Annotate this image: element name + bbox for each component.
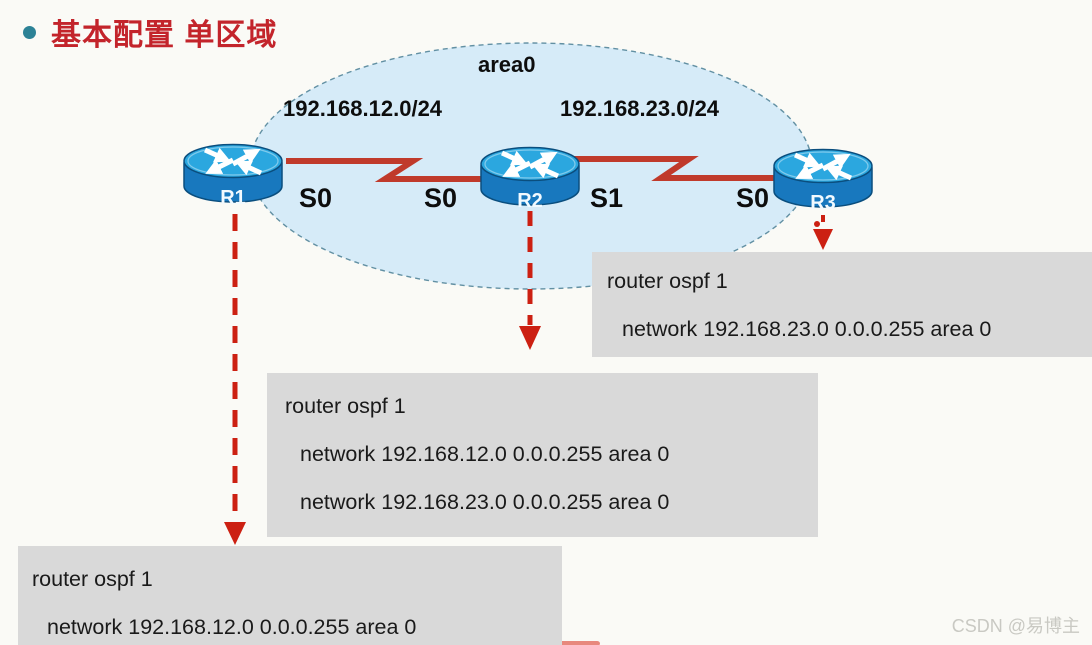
router-label: R2: [517, 190, 543, 212]
config-line: network 192.168.23.0 0.0.0.255 area 0: [622, 317, 992, 341]
router-arrows-icon: [500, 150, 560, 179]
serial-link-r2-r3: [574, 156, 786, 181]
serial-link-r1-r2: [286, 158, 489, 182]
config-box-r2: router ospf 1 network 192.168.12.0 0.0.0…: [267, 373, 818, 537]
router-icon-r2: R2: [480, 146, 580, 212]
config-box-r1: router ospf 1 network 192.168.12.0 0.0.0…: [18, 546, 562, 645]
config-line: router ospf 1: [607, 269, 728, 293]
router-label: R1: [220, 187, 246, 209]
config-line: router ospf 1: [32, 567, 153, 591]
slide-title: 基本配置 单区域: [51, 19, 278, 52]
config-box-r3: router ospf 1 network 192.168.23.0 0.0.0…: [592, 252, 1092, 357]
config-line: network 192.168.12.0 0.0.0.255 area 0: [300, 442, 670, 466]
area-label: area0: [478, 52, 536, 77]
router-icon-r3: R3: [773, 148, 873, 214]
config-arrow-r1: [224, 214, 246, 545]
router-label: R3: [810, 192, 836, 214]
network-label-right: 192.168.23.0/24: [560, 96, 720, 121]
watermark: CSDN @易博主: [951, 616, 1080, 636]
router-icon-r1: R1: [183, 143, 283, 209]
interface-label-r3-s0: S0: [736, 183, 770, 213]
interface-label-r1-s0: S0: [299, 183, 333, 213]
bullet-icon: [23, 26, 36, 39]
network-label-left: 192.168.12.0/24: [283, 96, 443, 121]
config-arrow-r2: [519, 211, 541, 350]
config-line: network 192.168.23.0 0.0.0.255 area 0: [300, 490, 670, 514]
interface-label-r2-s1: S1: [590, 183, 624, 213]
router-arrows-icon: [793, 152, 853, 181]
config-line: router ospf 1: [285, 394, 406, 418]
interface-label-r2-s0: S0: [424, 183, 458, 213]
router-arrows-icon: [203, 147, 263, 176]
config-line: network 192.168.12.0 0.0.0.255 area 0: [47, 615, 417, 639]
